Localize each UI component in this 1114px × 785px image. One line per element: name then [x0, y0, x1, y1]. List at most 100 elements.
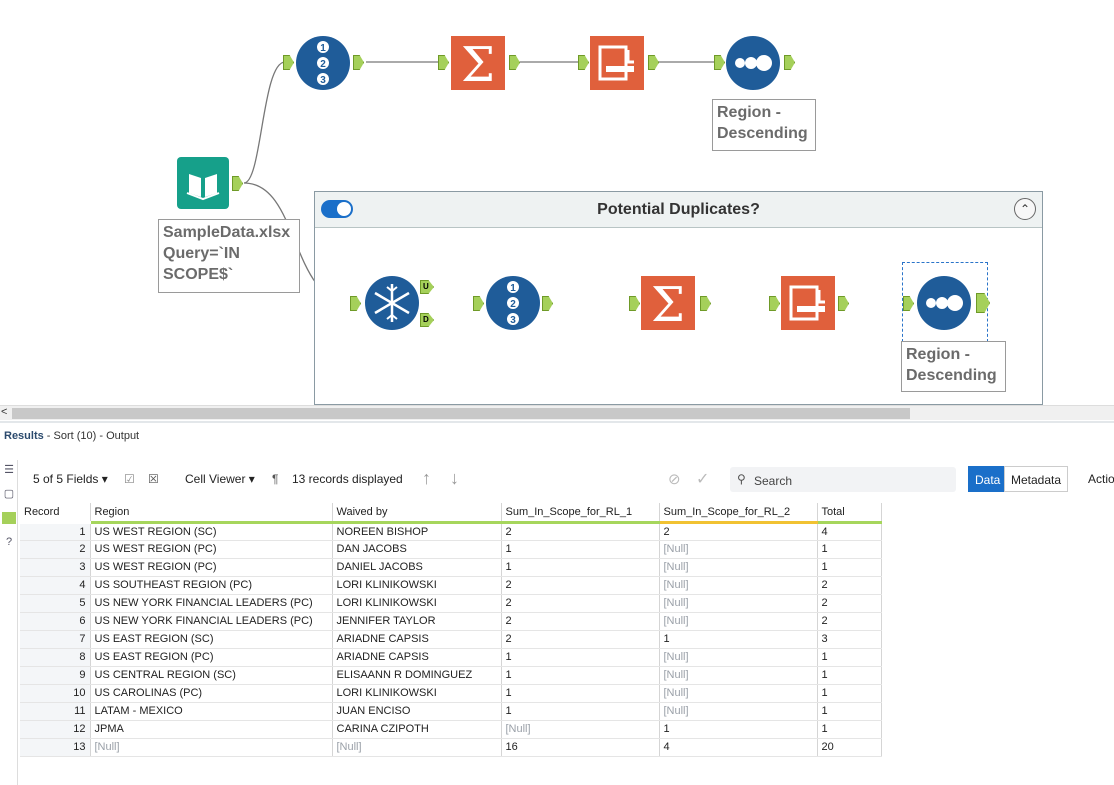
- column-header[interactable]: Record: [20, 503, 91, 524]
- table-cell[interactable]: ARIADNE CAPSIS: [332, 648, 502, 667]
- table-cell[interactable]: 2: [817, 612, 882, 631]
- table-cell[interactable]: [Null]: [501, 720, 660, 739]
- record-number-cell[interactable]: 3: [20, 558, 91, 577]
- table-cell[interactable]: US SOUTHEAST REGION (PC): [90, 576, 333, 595]
- table-cell[interactable]: 1: [501, 702, 660, 721]
- summarize2-output-anchor[interactable]: [700, 296, 711, 311]
- arrow-up-icon[interactable]: ↑: [422, 468, 431, 488]
- actions-tab[interactable]: Actio: [1088, 472, 1114, 486]
- table-cell[interactable]: DAN JACOBS: [332, 540, 502, 559]
- table-cell[interactable]: US NEW YORK FINANCIAL LEADERS (PC): [90, 594, 333, 613]
- metadata-tab[interactable]: Metadata: [1004, 466, 1069, 492]
- sort2-input-anchor[interactable]: [769, 296, 780, 311]
- summarize-output-anchor[interactable]: [509, 55, 520, 70]
- browse-input-anchor[interactable]: [714, 55, 725, 70]
- table-cell[interactable]: 1: [501, 684, 660, 703]
- table-cell[interactable]: 4: [659, 738, 818, 757]
- table-cell[interactable]: US CENTRAL REGION (SC): [90, 666, 333, 685]
- table-cell[interactable]: US WEST REGION (PC): [90, 540, 333, 559]
- browse-tool-icon[interactable]: [726, 36, 780, 90]
- output-anchor-icon[interactable]: [2, 512, 16, 524]
- table-cell[interactable]: ELISAANN R DOMINGUEZ: [332, 666, 502, 685]
- summarize2-sigma-icon[interactable]: Σ: [641, 276, 695, 333]
- table-cell[interactable]: 1: [817, 558, 882, 577]
- table-cell[interactable]: 2: [817, 594, 882, 613]
- fields-dropdown[interactable]: 5 of 5 Fields ▾: [33, 472, 108, 486]
- message-icon[interactable]: ▢: [3, 488, 15, 500]
- record-number-cell[interactable]: 7: [20, 630, 91, 649]
- table-cell[interactable]: [Null]: [659, 666, 818, 685]
- table-cell[interactable]: JENNIFER TAYLOR: [332, 612, 502, 631]
- record-number-cell[interactable]: 2: [20, 540, 91, 559]
- column-header[interactable]: Total: [817, 503, 882, 524]
- table-cell[interactable]: [Null]: [659, 594, 818, 613]
- record-id2-output-anchor[interactable]: [542, 296, 553, 311]
- collapse-chevron-icon[interactable]: ⌃: [1014, 198, 1036, 220]
- arrow-down-icon[interactable]: ↓: [450, 468, 459, 488]
- column-header[interactable]: Sum_In_Scope_for_RL_2: [659, 503, 818, 524]
- table-cell[interactable]: LORI KLINIKOWSKI: [332, 576, 502, 595]
- table-cell[interactable]: 1: [501, 558, 660, 577]
- paragraph-icon[interactable]: ¶: [272, 472, 279, 486]
- scroll-left-icon[interactable]: <: [1, 406, 8, 418]
- table-cell[interactable]: US WEST REGION (PC): [90, 558, 333, 577]
- canvas-horizontal-scrollbar[interactable]: <: [0, 405, 1114, 420]
- table-cell[interactable]: US EAST REGION (PC): [90, 648, 333, 667]
- table-cell[interactable]: [Null]: [659, 558, 818, 577]
- sort-output-anchor[interactable]: [648, 55, 659, 70]
- unique-d-anchor[interactable]: D: [420, 313, 434, 327]
- table-cell[interactable]: 2: [501, 630, 660, 649]
- unique-u-anchor[interactable]: U: [420, 280, 434, 294]
- sort2-tool-icon[interactable]: [781, 276, 835, 330]
- summarize2-input-anchor[interactable]: [629, 296, 640, 311]
- record-number-cell[interactable]: 11: [20, 702, 91, 721]
- search-input[interactable]: ⚲ Search: [730, 467, 956, 492]
- cancel-icon[interactable]: ⊘: [668, 471, 681, 488]
- table-cell[interactable]: 1: [659, 720, 818, 739]
- record-number-cell[interactable]: 6: [20, 612, 91, 631]
- table-cell[interactable]: 1: [817, 684, 882, 703]
- table-cell[interactable]: 3: [817, 630, 882, 649]
- table-cell[interactable]: 1: [817, 648, 882, 667]
- sort-tool-icon[interactable]: [590, 36, 644, 90]
- table-cell[interactable]: US NEW YORK FINANCIAL LEADERS (PC): [90, 612, 333, 631]
- data-tab[interactable]: Data: [968, 466, 1008, 492]
- record-number-cell[interactable]: 5: [20, 594, 91, 613]
- container-toggle[interactable]: [321, 200, 353, 218]
- input-data-tool-icon[interactable]: [177, 157, 229, 209]
- record-number-cell[interactable]: 4: [20, 576, 91, 595]
- record-number-cell[interactable]: 10: [20, 684, 91, 703]
- table-cell[interactable]: 4: [817, 522, 882, 541]
- table-cell[interactable]: 2: [817, 576, 882, 595]
- record-number-cell[interactable]: 13: [20, 738, 91, 757]
- table-cell[interactable]: [Null]: [332, 738, 502, 757]
- table-cell[interactable]: 1: [501, 648, 660, 667]
- help-icon[interactable]: ?: [5, 536, 13, 548]
- table-cell[interactable]: 1: [659, 630, 818, 649]
- table-cell[interactable]: JUAN ENCISO: [332, 702, 502, 721]
- unique-input-anchor[interactable]: [350, 296, 361, 311]
- table-cell[interactable]: LORI KLINIKOWSKI: [332, 684, 502, 703]
- scrollbar-thumb[interactable]: [12, 408, 910, 419]
- table-cell[interactable]: [Null]: [659, 702, 818, 721]
- table-cell[interactable]: JPMA: [90, 720, 333, 739]
- record-number-cell[interactable]: 9: [20, 666, 91, 685]
- browse2-tool-icon[interactable]: [917, 276, 971, 330]
- table-cell[interactable]: [Null]: [90, 738, 333, 757]
- table-cell[interactable]: 2: [501, 576, 660, 595]
- table-cell[interactable]: [Null]: [659, 684, 818, 703]
- table-cell[interactable]: 1: [817, 666, 882, 685]
- record-number-cell[interactable]: 12: [20, 720, 91, 739]
- check-icon[interactable]: ✓: [696, 471, 710, 488]
- table-cell[interactable]: 1: [501, 666, 660, 685]
- table-cell[interactable]: [Null]: [659, 576, 818, 595]
- table-cell[interactable]: [Null]: [659, 648, 818, 667]
- list-view-icon[interactable]: ☰: [4, 464, 14, 476]
